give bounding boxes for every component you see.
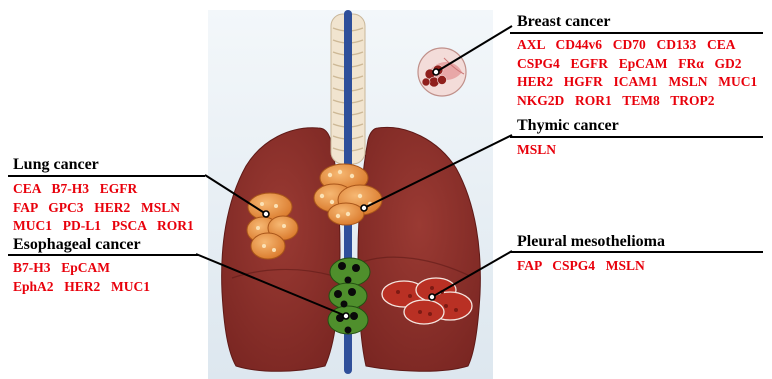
esophageal-marker-line: B7-H3 EpCAM — [13, 259, 150, 278]
breast-underline — [510, 32, 763, 34]
esophageal-underline — [8, 254, 198, 256]
esophageal-marker-line: EphA2 HER2 MUC1 — [13, 278, 150, 297]
breast-marker-line: HER2 HGFR ICAM1 MSLN MUC1 — [517, 73, 769, 92]
pleural-marker-list: FAP CSPG4 MSLN — [517, 257, 645, 276]
thymic-underline — [510, 136, 763, 138]
pleural-mesothelioma-title: Pleural mesothelioma — [517, 233, 665, 251]
esophageal-cancer-title: Esophageal cancer — [13, 236, 141, 254]
pleural-marker-line: FAP CSPG4 MSLN — [517, 257, 645, 276]
esophageal-tumor — [328, 258, 370, 334]
breast-marker-line: CSPG4 EGFR EpCAM FRα GD2 — [517, 55, 769, 74]
pleural-underline — [510, 251, 763, 253]
thymic-cancer-title: Thymic cancer — [517, 117, 619, 135]
lung-cancer-title: Lung cancer — [13, 156, 99, 174]
lung-marker-list: CEA B7-H3 EGFR FAP GPC3 HER2 MSLN MUC1 P… — [13, 180, 194, 236]
breast-marker-line: NKG2D ROR1 TEM8 TROP2 — [517, 92, 769, 111]
breast-marker-line: AXL CD44v6 CD70 CD133 CEA — [517, 36, 769, 55]
lung-marker-line: MUC1 PD-L1 PSCA ROR1 — [13, 217, 194, 236]
lung-underline — [8, 175, 205, 177]
breast-tumor — [418, 48, 466, 96]
breast-cancer-title: Breast cancer — [517, 13, 610, 31]
lung-marker-line: FAP GPC3 HER2 MSLN — [13, 199, 194, 218]
esophageal-marker-list: B7-H3 EpCAM EphA2 HER2 MUC1 — [13, 259, 150, 296]
thymic-marker-line: MSLN — [517, 141, 556, 160]
breast-marker-list: AXL CD44v6 CD70 CD133 CEA CSPG4 EGFR EpC… — [517, 36, 769, 110]
thymic-marker-list: MSLN — [517, 141, 556, 160]
lung-marker-line: CEA B7-H3 EGFR — [13, 180, 194, 199]
